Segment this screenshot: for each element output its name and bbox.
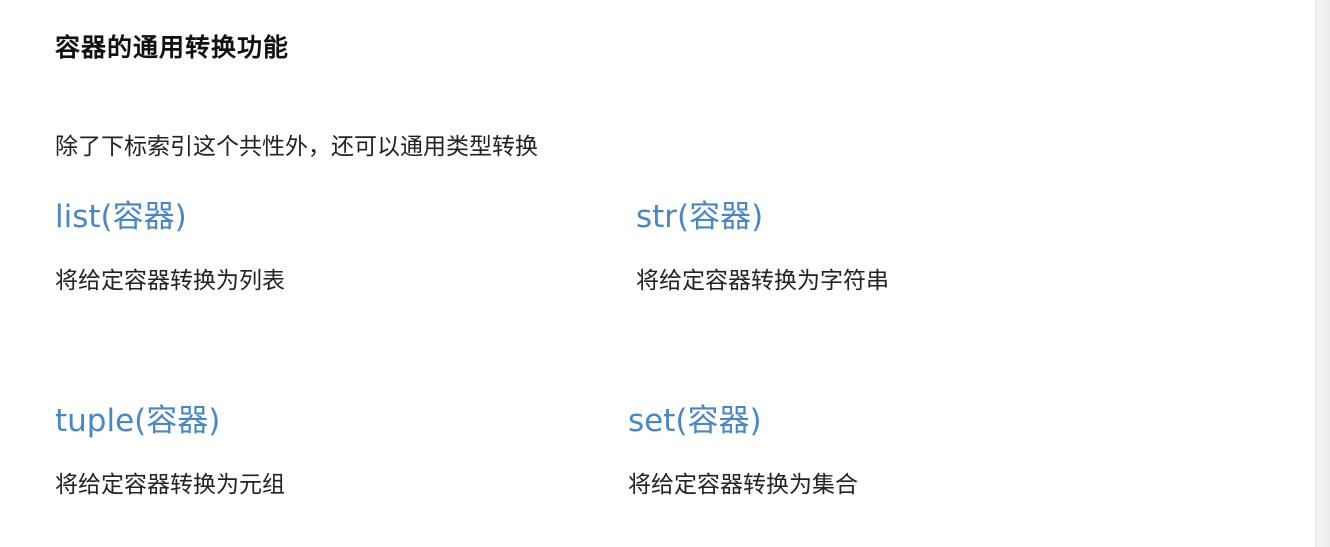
function-item-set: set(容器) 将给定容器转换为集合 [628,404,858,499]
function-desc-set: 将给定容器转换为集合 [628,472,858,499]
function-item-tuple: tuple(容器) 将给定容器转换为元组 [55,404,285,499]
function-desc-list: 将给定容器转换为列表 [55,268,285,295]
function-desc-tuple: 将给定容器转换为元组 [55,472,285,499]
function-name-list: list(容器) [55,199,187,235]
function-name-str: str(容器) [636,199,764,235]
function-item-list: list(容器) 将给定容器转换为列表 [55,200,285,295]
function-item-str: str(容器) 将给定容器转换为字符串 [636,200,889,295]
page-title: 容器的通用转换功能 [55,33,290,62]
function-name-tuple: tuple(容器) [55,403,221,439]
function-desc-str: 将给定容器转换为字符串 [636,268,889,295]
window-edge [1315,0,1330,547]
function-name-set: set(容器) [628,403,762,439]
intro-text: 除了下标索引这个共性外，还可以通用类型转换 [55,134,538,160]
